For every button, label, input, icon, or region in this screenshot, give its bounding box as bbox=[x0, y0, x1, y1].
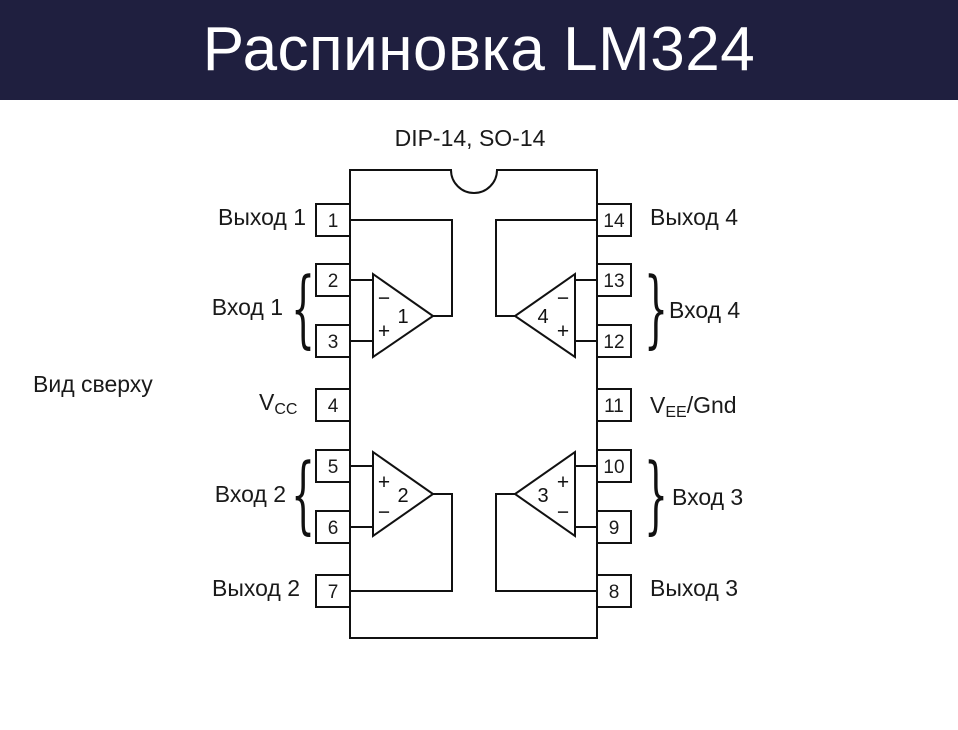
pin-6-number: 6 bbox=[328, 518, 339, 539]
pin-9-number: 9 bbox=[609, 518, 620, 539]
page-title: Распиновка LM324 bbox=[202, 15, 756, 84]
brace-input-4: } bbox=[644, 261, 668, 358]
opamp-2-top-sign: + bbox=[378, 471, 390, 494]
opamp-4-top-sign: − bbox=[557, 287, 569, 310]
pin-1-number: 1 bbox=[328, 211, 339, 232]
label-vcc-main: V bbox=[259, 389, 275, 415]
opamp-3: + − 3 bbox=[513, 450, 576, 538]
pin-8-number: 8 bbox=[609, 582, 620, 603]
opamp-4: − + 4 bbox=[513, 272, 576, 359]
pin-13 bbox=[596, 263, 632, 297]
package-label: DIP-14, SO-14 bbox=[395, 125, 546, 151]
opamp-2-triangle bbox=[372, 450, 435, 538]
pin-6 bbox=[315, 510, 351, 544]
pin-14 bbox=[596, 203, 632, 237]
right-pins: 14 13 12 11 10 9 8 bbox=[596, 203, 632, 608]
opamp-3-bottom-sign: − bbox=[557, 501, 569, 524]
title-bar bbox=[0, 0, 958, 100]
pin-3-number: 3 bbox=[328, 332, 339, 353]
pin-4 bbox=[315, 388, 351, 422]
opamp-1: − + 1 bbox=[372, 272, 435, 359]
label-vcc-sub: CC bbox=[274, 401, 297, 418]
view-label: Вид сверху bbox=[33, 371, 153, 397]
opamp-2-number: 2 bbox=[397, 485, 408, 507]
label-input-2: Вход 2 bbox=[215, 481, 286, 507]
wire-pin7-output bbox=[350, 493, 453, 592]
pin-5 bbox=[315, 449, 351, 483]
opamp-4-number: 4 bbox=[537, 306, 548, 328]
label-input-4: Вход 4 bbox=[669, 297, 740, 323]
pin-4-number: 4 bbox=[328, 396, 339, 417]
left-pins: 1 2 3 4 5 6 7 bbox=[315, 203, 351, 608]
opamp-3-top-sign: + bbox=[557, 471, 569, 494]
chip-body bbox=[349, 169, 598, 639]
pin-10-number: 10 bbox=[603, 457, 624, 478]
pin-2-number: 2 bbox=[328, 271, 339, 292]
label-output-3: Выход 3 bbox=[650, 575, 738, 601]
brace-input-2: { bbox=[291, 447, 315, 544]
pin-14-number: 14 bbox=[603, 211, 625, 232]
opamp-4-bottom-sign: + bbox=[557, 320, 569, 343]
label-output-4: Выход 4 bbox=[650, 204, 738, 230]
opamp-1-bottom-sign: + bbox=[378, 320, 390, 343]
opamp-3-triangle bbox=[513, 450, 576, 538]
label-vee-sub: EE bbox=[665, 404, 686, 421]
opamp-4-triangle bbox=[513, 272, 576, 359]
brace-input-3: } bbox=[644, 447, 668, 544]
label-output-2: Выход 2 bbox=[212, 575, 300, 601]
opamp-2-bottom-sign: − bbox=[378, 501, 390, 524]
pin-12 bbox=[596, 324, 632, 358]
opamp-1-top-sign: − bbox=[378, 287, 390, 310]
label-input-1: Вход 1 bbox=[212, 294, 283, 320]
label-output-1: Выход 1 bbox=[218, 204, 306, 230]
pin-1 bbox=[315, 203, 351, 237]
internal-wiring bbox=[350, 219, 597, 592]
label-vee-gnd: VEE/Gnd bbox=[650, 392, 737, 421]
pin-7-number: 7 bbox=[328, 582, 339, 603]
brace-input-1: { bbox=[291, 261, 315, 358]
label-vee-main: V bbox=[650, 392, 666, 418]
wire-pin1-output bbox=[350, 219, 453, 317]
pin-11-number: 11 bbox=[604, 396, 624, 417]
pin-12-number: 12 bbox=[603, 332, 624, 353]
opamp-1-triangle bbox=[372, 272, 435, 359]
opamp-2: + − 2 bbox=[372, 450, 435, 538]
label-vcc: VCC bbox=[259, 389, 297, 418]
pin-11 bbox=[596, 388, 632, 422]
wire-pin14-output bbox=[495, 219, 597, 317]
wire-pin8-output bbox=[495, 493, 597, 592]
label-input-3: Вход 3 bbox=[672, 484, 743, 510]
pin-13-number: 13 bbox=[603, 271, 624, 292]
label-vee-suffix: /Gnd bbox=[687, 392, 737, 418]
opamp-3-number: 3 bbox=[537, 485, 548, 507]
opamp-1-number: 1 bbox=[397, 306, 408, 328]
pin-5-number: 5 bbox=[328, 457, 339, 478]
